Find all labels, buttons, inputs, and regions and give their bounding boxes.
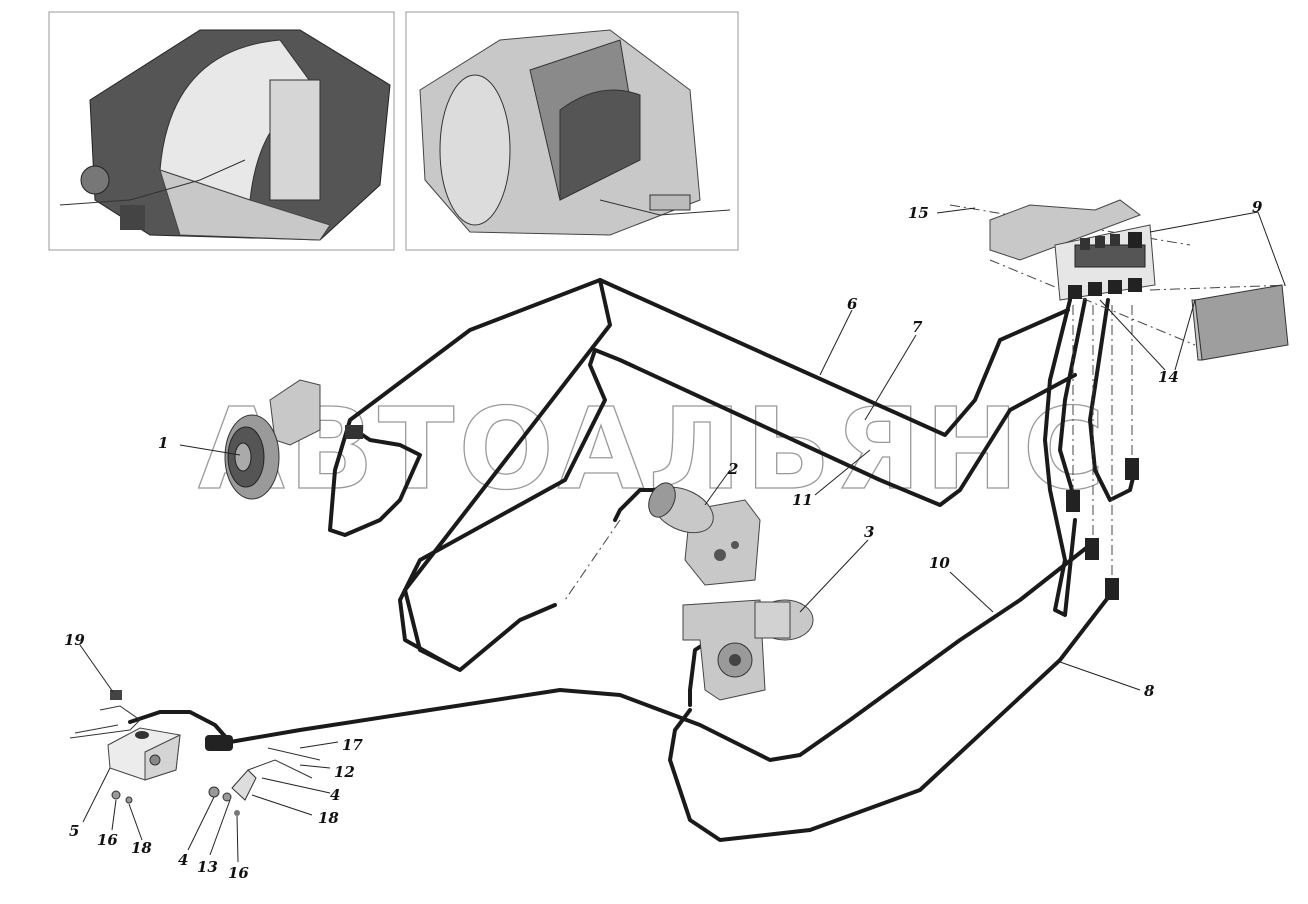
switch-box-component [69, 690, 321, 816]
callout-18-right: 18 [318, 809, 339, 827]
harness-switch-loop [128, 710, 232, 744]
callout-11: 11 [792, 491, 813, 509]
wire-harnesses [128, 278, 1137, 842]
callout-18-left: 18 [131, 839, 152, 857]
callout-6: 6 [847, 295, 858, 313]
harness-6 [403, 278, 1070, 672]
horn-component [224, 379, 363, 500]
callout-3: 3 [864, 523, 874, 541]
callout-13: 13 [197, 858, 218, 876]
callout-labels: 1 2 3 4 4 5 6 7 8 9 10 11 12 13 14 15 16… [64, 198, 1263, 882]
overview-view-left [48, 11, 395, 251]
callout-15: 15 [908, 204, 929, 222]
harness-drop-a [1043, 298, 1077, 617]
harness-8 [668, 593, 1112, 842]
harness-7 [398, 348, 1077, 667]
harness-motor2-branch [613, 488, 662, 522]
leader-lines [79, 207, 1286, 863]
motor-2-component [648, 482, 761, 586]
callout-9: 9 [1252, 198, 1263, 216]
callout-10: 10 [929, 554, 950, 572]
callout-16-right: 16 [228, 864, 249, 882]
callout-2: 2 [727, 460, 738, 478]
callout-16-left: 16 [97, 831, 118, 849]
callout-17: 17 [342, 736, 363, 754]
callout-5: 5 [69, 822, 79, 840]
callout-4-right: 4 [330, 786, 340, 804]
callout-4-left: 4 [178, 851, 188, 869]
harness-drop-b [1058, 298, 1087, 502]
motor-3-component [682, 599, 814, 701]
callout-19: 19 [64, 631, 85, 649]
harness-10 [228, 543, 1092, 762]
callout-1: 1 [158, 434, 168, 452]
callout-7: 7 [912, 318, 923, 336]
harness-horn-branch [328, 278, 602, 537]
overview-view-right [405, 11, 739, 251]
callout-14: 14 [1158, 368, 1179, 386]
callout-8: 8 [1144, 682, 1155, 700]
junction-box-component [989, 199, 1289, 600]
callout-12: 12 [334, 763, 355, 781]
